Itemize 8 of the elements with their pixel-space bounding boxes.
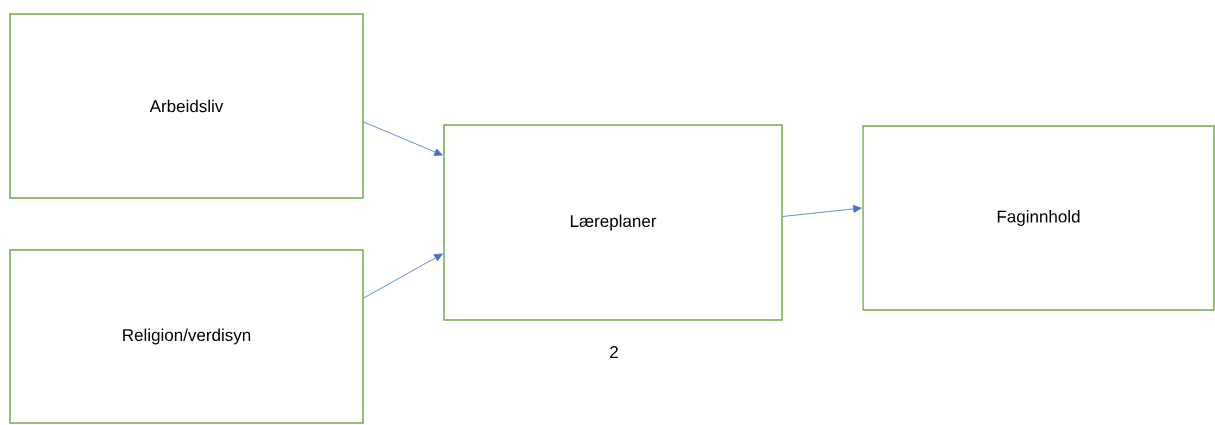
process-box: Læreplaner (443, 124, 783, 321)
arrow (782, 205, 862, 217)
arrow (363, 121, 443, 156)
arrow (363, 253, 443, 299)
page-number: 2 (610, 346, 618, 358)
process-box: Faginnhold (862, 125, 1215, 311)
process-box: Religion/verdisyn (9, 249, 364, 424)
process-box: Arbeidsliv (9, 13, 364, 199)
